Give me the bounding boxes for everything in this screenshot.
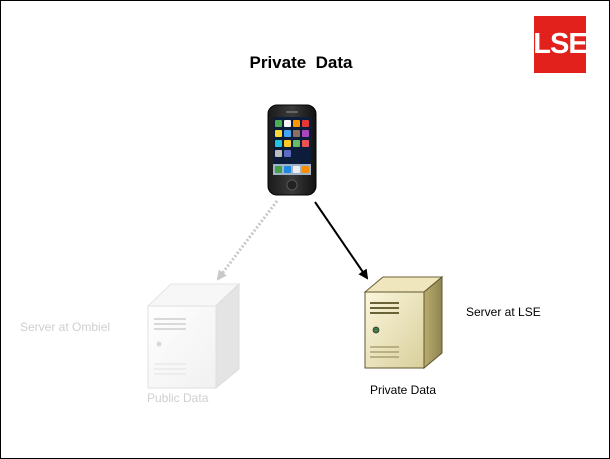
ombiel-server-icon — [146, 282, 241, 390]
public-data-label: Public Data — [147, 391, 209, 405]
lse-server-label: Server at LSE — [466, 305, 541, 319]
slide-title: Private Data — [249, 53, 353, 72]
smartphone-icon — [267, 104, 317, 196]
ombiel-server-label: Server at Ombiel — [20, 320, 111, 334]
connection-phone-to-ombiel — [216, 200, 279, 281]
connection-phone-to-lse — [314, 201, 369, 280]
lse-server-icon — [363, 275, 444, 370]
lse-logo: LSE — [533, 16, 588, 73]
private-data-label: Private Data — [370, 383, 437, 397]
